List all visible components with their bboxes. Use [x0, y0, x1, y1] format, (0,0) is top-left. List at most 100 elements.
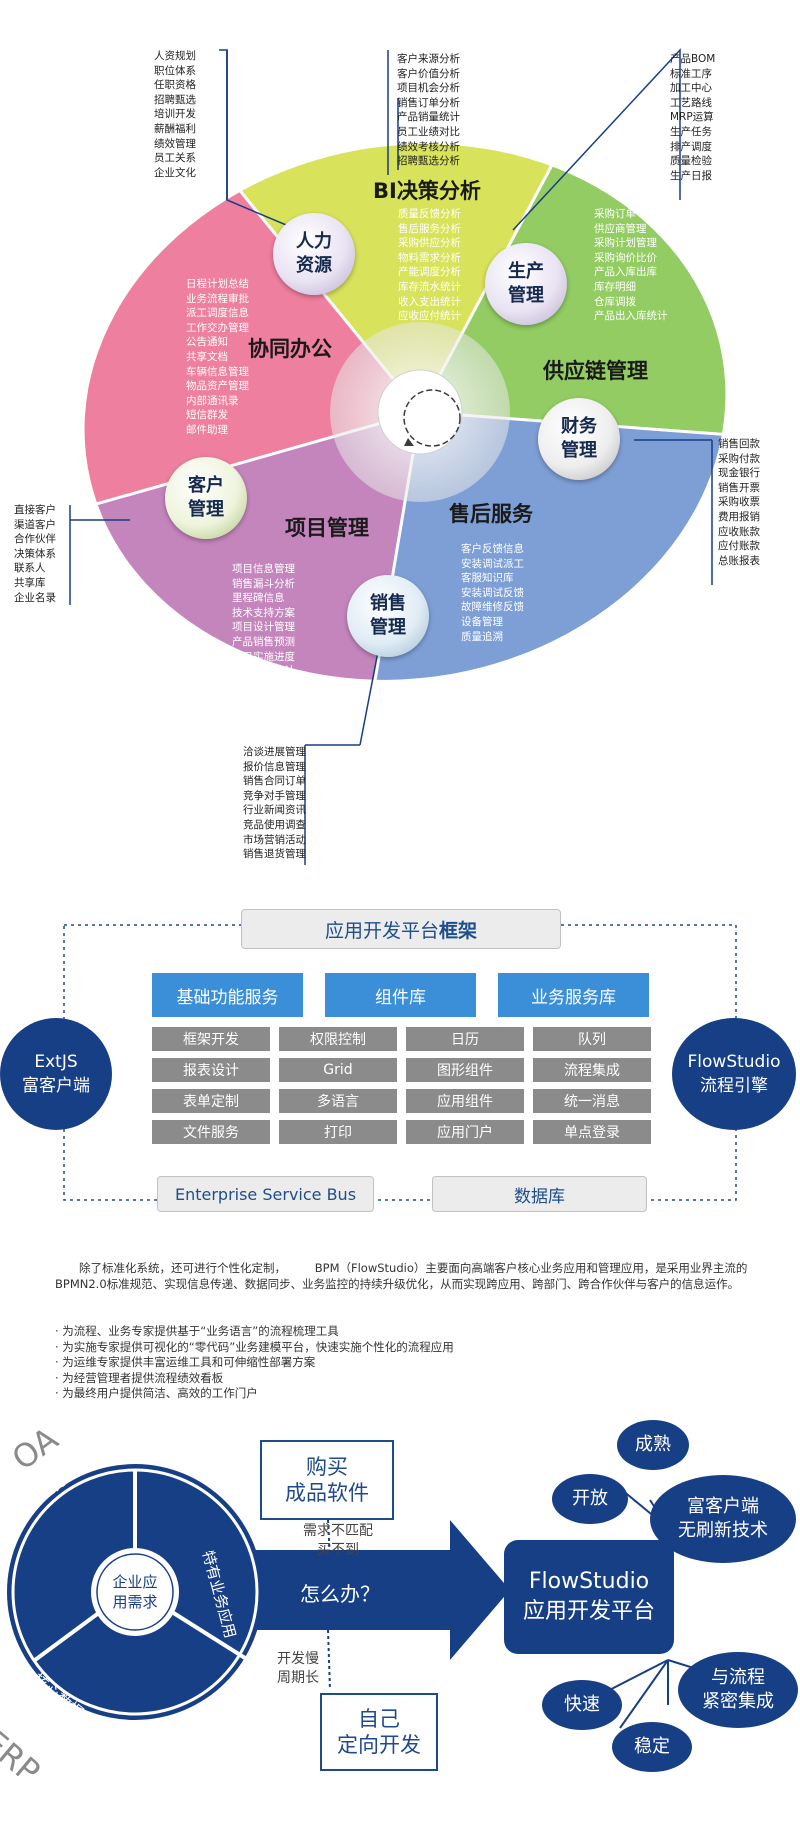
inner-list-collab-item: 工作交办管理: [186, 321, 249, 334]
col-components[interactable]: 组件库: [325, 973, 476, 1017]
inner-list-supply-item: 仓库调拨: [594, 295, 636, 308]
service-cell[interactable]: 打印: [279, 1120, 397, 1144]
outer-list-finance: 销售回款采购付款现金银行销售开票采购收票费用报销应收账款应付账款总账报表: [718, 437, 760, 568]
flowstudio-engine-label: FlowStudio 流程引擎: [687, 1052, 781, 1096]
outer-list-customer-item: 决策体系: [14, 547, 56, 560]
outer-list-sales-item: 洽谈进展管理: [243, 746, 306, 758]
node-finance[interactable]: 财务 管理: [538, 398, 620, 480]
outer-list-sales-item: 销售合同订单: [243, 775, 306, 788]
section-aftersale: 售后服务: [449, 502, 533, 526]
inner-list-bi-item: 应收应付统计: [398, 310, 461, 323]
inner-list-supply-item: 采购计划管理: [594, 237, 657, 250]
inner-list-supply-item: 采购订单: [594, 208, 636, 220]
service-cell[interactable]: Grid: [279, 1058, 397, 1082]
inner-list-aftersale-item: 设备管理: [461, 615, 503, 628]
section-project: 项目管理: [285, 516, 369, 540]
intro-bullets-item: · 为实施专家提供可视化的“零代码”业务建模平台，快速实施个性化的流程应用: [55, 1339, 454, 1354]
inner-list-bi-item: 库存流水统计: [398, 280, 461, 293]
ring-center-label: 企业应 用需求: [112, 1573, 158, 1611]
outer-list-customer: 直接客户渠道客户合作伙伴决策体系联系人共享库企业名录: [14, 503, 56, 605]
outer-list-sales-item: 销售退货管理: [243, 848, 306, 861]
node-customer-label: 客户 管理: [188, 475, 224, 520]
node-production[interactable]: 生产 管理: [485, 243, 567, 325]
inner-list-aftersale-item: 客户反馈信息: [461, 543, 524, 555]
service-cell[interactable]: 权限控制: [279, 1027, 397, 1051]
platform-title-bold: 框架: [439, 919, 478, 942]
feature-fast: 快速: [542, 1680, 622, 1730]
outer-list-bi-item: 招聘甄选分析: [397, 155, 460, 168]
inner-list-aftersale-item: 安装调试派工: [461, 557, 524, 570]
inner-list-bi-item: 产能调度分析: [398, 266, 461, 279]
inner-list-bi-item: 物料需求分析: [398, 251, 461, 264]
outer-list-sales-item: 报价信息管理: [243, 760, 306, 773]
outer-list-sales-item: 市场营销活动: [243, 833, 306, 846]
outer-list-finance-item: 现金银行: [718, 467, 760, 480]
col-basic-services[interactable]: 基础功能服务: [152, 973, 303, 1017]
inner-list-supply-item: 产品入库出库: [594, 266, 657, 279]
inner-list-bi: 质量反馈分析售后服务分析采购供应分析物料需求分析产能调度分析库存流水统计收入支出…: [398, 207, 461, 324]
service-cell[interactable]: 单点登录: [533, 1120, 651, 1144]
inner-list-bi-item: 收入支出统计: [398, 295, 461, 308]
inner-list-collab-item: 日程计划总结: [186, 278, 249, 290]
inner-list-supply-item: 产品出入库统计: [594, 310, 668, 323]
feature-process-integration: 与流程 紧密集成: [678, 1652, 798, 1728]
outer-list-production-item: 工艺路线: [670, 96, 712, 109]
service-cell[interactable]: 统一消息: [533, 1089, 651, 1113]
service-cell[interactable]: 图形组件: [406, 1058, 524, 1082]
outer-list-finance-item: 费用报销: [718, 510, 760, 523]
col-business-services[interactable]: 业务服务库: [498, 973, 649, 1017]
intro-paragraph: 除了标准化系统，还可进行个性化定制， BPM（FlowStudio）主要面向高端…: [55, 1261, 748, 1291]
inner-list-project-item: 项目实施进度: [232, 650, 295, 663]
inner-list-collab-item: 邮件助理: [186, 423, 228, 436]
service-cell[interactable]: 报表设计: [152, 1058, 270, 1082]
service-cell[interactable]: 多语言: [279, 1089, 397, 1113]
inner-list-project-item: 项目物料统计: [232, 665, 295, 678]
outer-list-customer-item: 共享库: [14, 576, 46, 589]
feature-stable: 稳定: [612, 1722, 692, 1772]
platform-title: 应用开发平台框架: [241, 909, 561, 949]
outer-list-hr-item: 任职资格: [154, 79, 196, 92]
inner-list-project-item: 项目信息管理: [232, 563, 295, 575]
outer-list-hr-item: 员工关系: [154, 152, 196, 165]
esb-bar: Enterprise Service Bus: [157, 1176, 374, 1212]
service-cell[interactable]: 应用门户: [406, 1120, 524, 1144]
inner-list-aftersale-item: 故障维修反馈: [461, 601, 524, 614]
outer-list-sales-item: 竞争对手管理: [243, 789, 306, 802]
inner-list-project-item: 销售漏斗分析: [232, 577, 295, 590]
outer-list-hr-item: 薪酬福利: [154, 122, 196, 135]
oa-label: OA: [5, 1419, 65, 1478]
outer-list-sales: 洽谈进展管理报价信息管理销售合同订单竞争对手管理行业新闻资讯竞品使用调查市场营销…: [243, 745, 306, 862]
outer-list-finance-item: 采购收票: [718, 496, 760, 509]
node-hr-label: 人力 资源: [296, 231, 332, 276]
outer-list-production-item: MRP运算: [670, 111, 714, 124]
feature-rich-client: 富客户端 无刷新技术: [650, 1475, 796, 1563]
feature-mature: 成熟: [617, 1420, 689, 1470]
node-customer[interactable]: 客户 管理: [165, 457, 247, 539]
service-cell[interactable]: 应用组件: [406, 1089, 524, 1113]
service-cell[interactable]: 流程集成: [533, 1058, 651, 1082]
outer-list-sales-item: 竞品使用调查: [243, 818, 306, 831]
outer-list-hr-item: 职位体系: [154, 64, 196, 77]
self-develop-box: 自己 定向开发: [320, 1693, 438, 1771]
inner-list-collab-item: 内部通讯录: [186, 394, 239, 407]
service-cell[interactable]: 文件服务: [152, 1120, 270, 1144]
node-production-label: 生产 管理: [508, 261, 544, 306]
service-cell[interactable]: 表单定制: [152, 1089, 270, 1113]
outer-list-customer-item: 企业名录: [14, 591, 56, 604]
node-hr[interactable]: 人力 资源: [273, 213, 355, 295]
outer-list-production-item: 生产任务: [670, 125, 712, 138]
feature-open: 开放: [552, 1474, 628, 1524]
inner-list-bi-item: 采购供应分析: [398, 237, 461, 250]
service-cell[interactable]: 日历: [406, 1027, 524, 1051]
service-cell[interactable]: 队列: [533, 1027, 651, 1051]
outer-list-hr-item: 人资规划: [154, 50, 196, 62]
outer-list-bi-item: 客户来源分析: [397, 53, 460, 65]
outer-list-production-item: 排产调度: [670, 140, 712, 153]
outer-list-production-item: 加工中心: [670, 82, 712, 95]
service-cell[interactable]: 框架开发: [152, 1027, 270, 1051]
outer-list-customer-item: 联系人: [14, 562, 46, 575]
intro-bullets-item: · 为运维专家提供丰富运维工具和可伸缩性部署方案: [55, 1355, 316, 1369]
node-sales[interactable]: 销售 管理: [347, 575, 429, 657]
inner-list-collab: 日程计划总结业务流程审批派工调度信息工作交办管理公告通知共享文档车辆信息管理物品…: [186, 277, 249, 438]
